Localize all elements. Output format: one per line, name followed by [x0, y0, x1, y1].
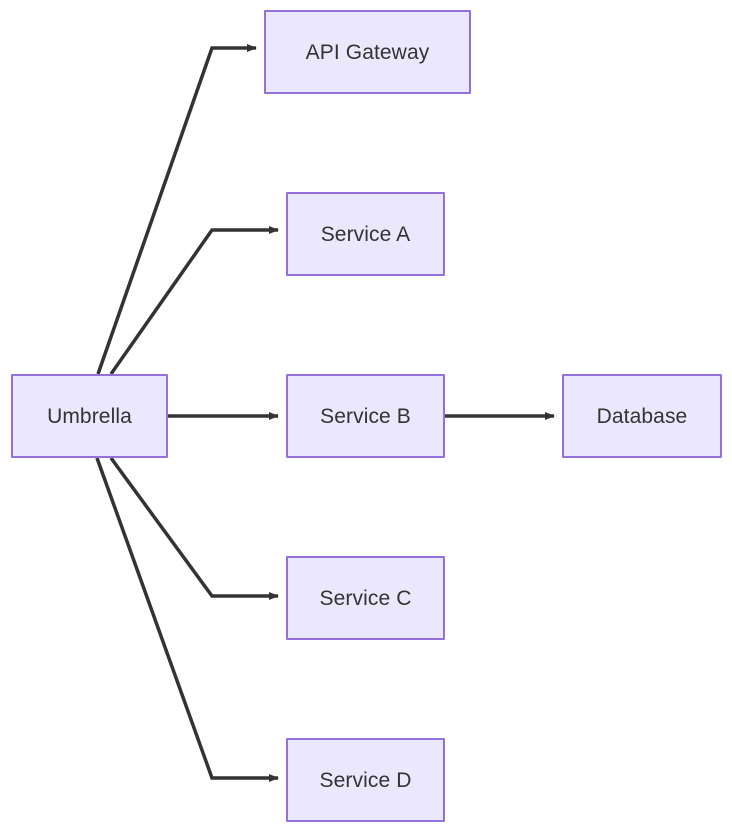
node-service-c[interactable]: Service C	[286, 556, 445, 640]
node-service-b[interactable]: Service B	[286, 374, 445, 458]
node-service-d-label: Service D	[319, 768, 412, 792]
node-service-c-label: Service C	[319, 586, 412, 610]
node-api-gateway-label: API Gateway	[305, 40, 430, 64]
node-service-a-label: Service A	[320, 222, 411, 246]
node-api-gateway[interactable]: API Gateway	[264, 10, 471, 94]
node-database[interactable]: Database	[562, 374, 722, 458]
edge-umbrella-to-service-a	[109, 226, 279, 376]
node-service-a[interactable]: Service A	[286, 192, 445, 276]
node-service-d[interactable]: Service D	[286, 738, 445, 822]
node-umbrella[interactable]: Umbrella	[11, 374, 168, 458]
node-umbrella-label: Umbrella	[47, 404, 132, 428]
edge-umbrella-to-service-d	[95, 457, 279, 782]
edge-umbrella-to-service-c	[109, 456, 279, 600]
node-service-b-label: Service B	[320, 404, 411, 428]
edge-umbrella-to-api-gateway	[96, 44, 257, 375]
node-database-label: Database	[596, 404, 688, 428]
